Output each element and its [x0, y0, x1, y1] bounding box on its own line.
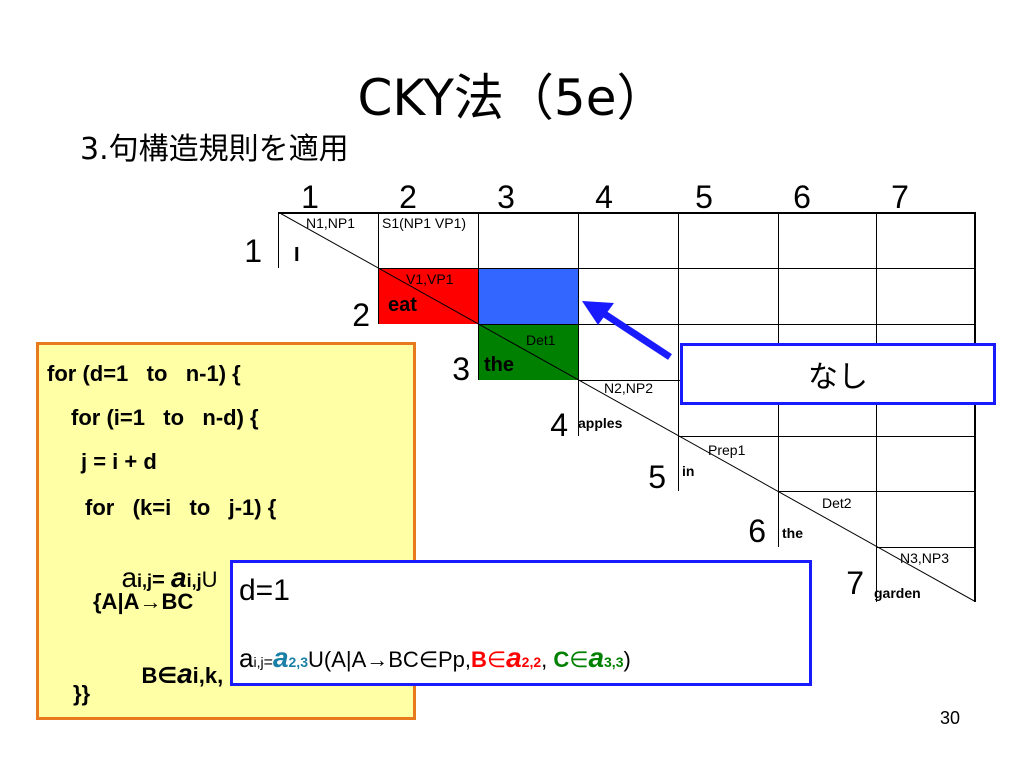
formula-line: ai,j=a2,3U(A|A→BC∈Pp,B∈a2,2, C∈a3,3) — [239, 642, 631, 674]
code-line: for (k=i to j-1) { — [85, 495, 277, 520]
cell-label: N1,NP1 — [306, 215, 356, 231]
cell-1-5 — [678, 212, 778, 268]
cell-1-4 — [578, 212, 678, 268]
cell-label: S1(NP1 VP1) — [382, 215, 467, 231]
callout-box: なし — [680, 343, 996, 405]
row-number: 6 — [748, 513, 766, 549]
code-line: B∈ai,k, — [141, 658, 224, 689]
word: in — [682, 463, 695, 479]
formula-box: d=1 ai,j=a2,3U(A|A→BC∈Pp,B∈a2,2, C∈a3,3) — [230, 560, 812, 686]
cell-1-7 — [876, 212, 976, 268]
cell-2-7 — [876, 268, 976, 324]
slide-title: CKY法（5e） — [357, 69, 667, 127]
row-number: 7 — [846, 565, 864, 601]
cell-7-7 — [876, 547, 976, 602]
code-line: {A|A→BC — [93, 589, 194, 614]
word: I — [294, 244, 300, 266]
word: the — [484, 354, 514, 376]
code-line: ai,j= ai,jU — [121, 562, 218, 593]
cell-label: Det2 — [822, 495, 852, 511]
diagonal-line — [278, 212, 976, 602]
column-number: 4 — [595, 179, 613, 215]
cell-label: N2,NP2 — [604, 380, 654, 396]
cell-label: Prep1 — [708, 442, 746, 458]
cell-3-4 — [578, 324, 678, 380]
cell-6-7 — [876, 491, 976, 547]
slide-subtitle: 3.句構造規則を適用 — [80, 132, 349, 167]
cell-5-5 — [678, 436, 778, 491]
code-line: j = i + d — [81, 449, 157, 474]
row-number: 3 — [452, 351, 470, 387]
cell-label: V1,VP1 — [406, 271, 454, 287]
cell-2-6 — [778, 268, 876, 324]
cell-1-1 — [278, 212, 378, 268]
cell-2-3 — [478, 268, 578, 324]
cell-6-6 — [778, 491, 876, 547]
code-line: for (d=1 to n-1) { — [47, 361, 241, 386]
cell-1-3 — [478, 212, 578, 268]
arrow-icon — [582, 301, 672, 360]
cky-table: N1,NP1 S1(NP1 VP1) V1,VP1 Det1 N2,NP2 Pr… — [278, 212, 976, 602]
cell-1-2 — [378, 212, 478, 268]
column-number: 2 — [399, 179, 417, 215]
cell-label: Det1 — [526, 332, 556, 348]
cell-5-6 — [778, 436, 876, 491]
column-number: 3 — [497, 179, 515, 215]
callout-text: なし — [808, 360, 868, 395]
cell-label: N3,NP3 — [900, 550, 950, 566]
row-number: 5 — [648, 459, 666, 495]
word: garden — [874, 585, 921, 601]
cell-4-4 — [578, 380, 678, 436]
cell-2-5 — [678, 268, 778, 324]
cell-2-4 — [578, 268, 678, 324]
row-number: 2 — [352, 297, 370, 333]
column-number: 5 — [695, 179, 713, 215]
column-number: 7 — [891, 179, 909, 215]
column-number: 6 — [793, 179, 811, 215]
formula-heading: d=1 — [239, 574, 290, 607]
cell-1-6 — [778, 212, 876, 268]
word: apples — [578, 415, 623, 431]
word: eat — [388, 294, 417, 316]
word: the — [782, 525, 803, 541]
cell-5-7 — [876, 436, 976, 491]
row-number: 1 — [244, 233, 262, 269]
code-line: }} — [73, 681, 91, 706]
cell-3-5 — [678, 324, 778, 380]
column-number: 1 — [301, 179, 319, 215]
page-number: 30 — [939, 708, 960, 728]
row-number: 4 — [550, 407, 568, 443]
code-line: for (i=1 to n-d) { — [71, 405, 259, 430]
